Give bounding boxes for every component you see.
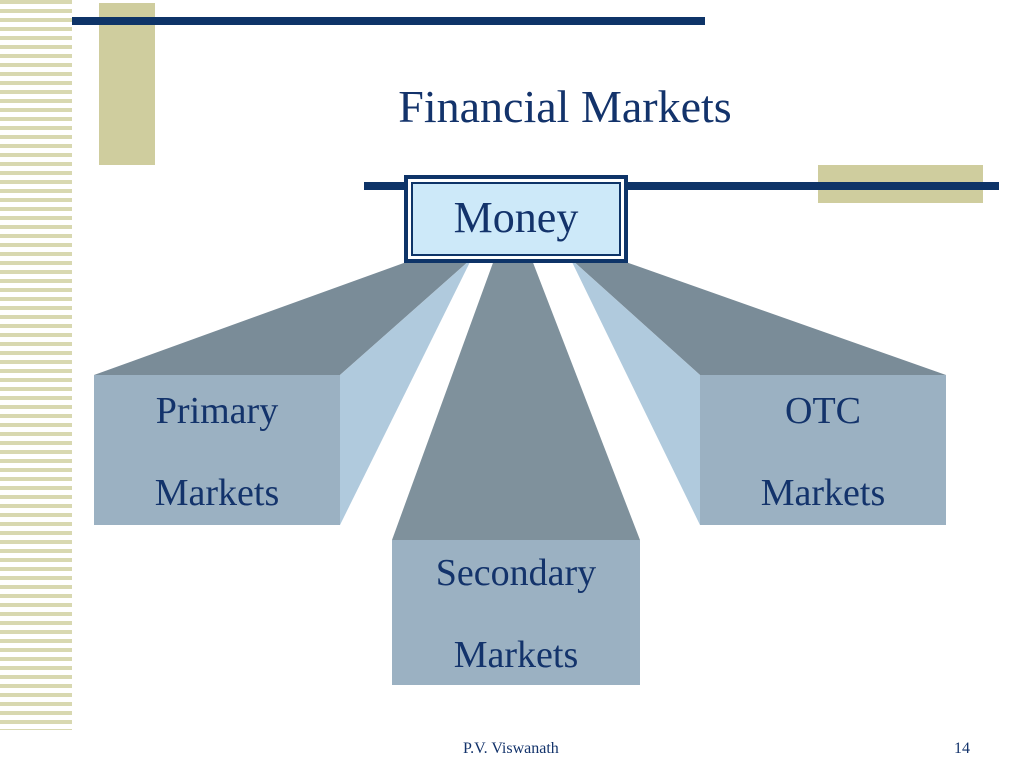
otc-block-side bbox=[572, 260, 700, 525]
striped-sidebar bbox=[0, 0, 72, 730]
page-number: 14 bbox=[954, 740, 970, 757]
secondary-label-line1: Secondary bbox=[435, 552, 597, 594]
otc-label-line1: OTC bbox=[785, 390, 861, 432]
secondary-block-front bbox=[392, 540, 640, 685]
khaki-block-top-left bbox=[99, 3, 155, 165]
navy-bar-right bbox=[364, 182, 999, 190]
primary-label-line2: Markets bbox=[154, 472, 280, 514]
secondary-markets-label: Secondary Markets bbox=[392, 532, 640, 696]
otc-markets-block bbox=[572, 260, 946, 525]
otc-markets-label: OTC Markets bbox=[700, 370, 946, 534]
money-box bbox=[404, 175, 628, 263]
secondary-markets-block bbox=[392, 260, 640, 685]
otc-label-line2: Markets bbox=[760, 472, 886, 514]
secondary-block-top bbox=[392, 260, 640, 540]
otc-block-front bbox=[700, 375, 946, 525]
primary-block-front bbox=[94, 375, 340, 525]
money-label: Money bbox=[453, 193, 579, 242]
primary-markets-label: Primary Markets bbox=[94, 370, 340, 534]
primary-markets-block bbox=[94, 260, 470, 525]
slide-title: Financial Markets bbox=[398, 81, 732, 132]
secondary-label-line2: Markets bbox=[453, 634, 579, 676]
primary-block-top bbox=[94, 260, 470, 375]
primary-label-line1: Primary bbox=[155, 390, 279, 432]
otc-block-top bbox=[572, 260, 946, 375]
footer-author: P.V. Viswanath bbox=[463, 740, 559, 757]
primary-block-side bbox=[340, 260, 470, 525]
navy-bar-top bbox=[72, 17, 705, 25]
